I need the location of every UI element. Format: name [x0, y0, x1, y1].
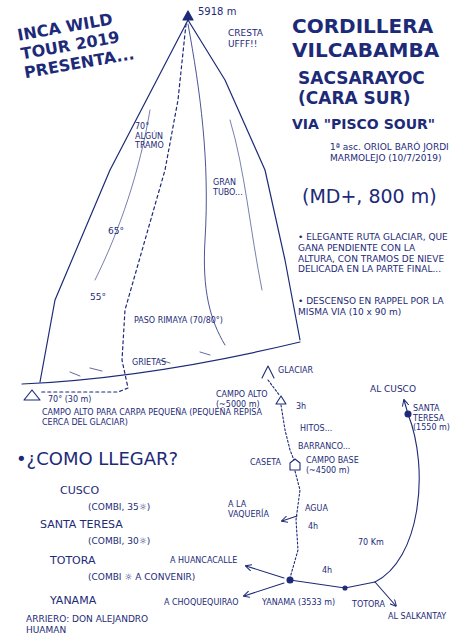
annotation-label: •¿COMO LLEGAR? — [16, 448, 191, 470]
summit-mark — [183, 11, 193, 20]
annotation-label: AGUA — [305, 504, 335, 514]
annotation-label: AL SALKANTAY — [388, 612, 452, 622]
annotation-label: CAMPO BASE (~4500 m) — [306, 456, 376, 475]
annotation-label: A CHOQUEQUIRAO — [164, 598, 244, 608]
face-line — [230, 120, 262, 290]
annotation-label: SANTA TERESA (1550 m) — [413, 404, 455, 433]
direction-arrow — [246, 566, 284, 578]
trail — [290, 471, 300, 578]
annotation-label: PASO RIMAYA (70/80°) — [134, 316, 254, 326]
annotation-label: CAMPO ALTO (~5000 m) — [216, 390, 274, 409]
town-dot — [343, 586, 347, 590]
trail-branch — [282, 516, 297, 521]
annotation-label: INCA WILD TOUR 2019 PRESENTA... — [16, 7, 136, 83]
annotation-label: 4h — [322, 566, 340, 576]
glacier-icon — [262, 366, 274, 378]
direction-arrow — [244, 583, 284, 596]
road — [404, 400, 408, 414]
annotation-label: 65° — [108, 226, 134, 237]
annotation-label: A LA VAQUERÍA — [228, 500, 280, 519]
annotation-label: VIA "PISCO SOUR" — [292, 116, 452, 133]
annotation-label: CAMPO ALTO PARA CARPA PEQUEÑA (PEQUEÑA R… — [42, 408, 282, 427]
annotation-label: (COMBI ☼ A CONVENIR) — [88, 572, 208, 583]
annotation-label: AL CUSCO — [370, 384, 430, 395]
annotation-label: ARRIERO: DON ALEJANDRO HUAMAN — [26, 614, 176, 636]
right-ridge — [188, 20, 300, 340]
annotation-label: CUSCO — [60, 484, 120, 497]
annotation-label: TOTORA — [50, 554, 130, 567]
annotation-label: 3h — [296, 402, 316, 412]
annotation-label: 5918 m — [198, 6, 258, 18]
annotation-label: (MD+, 800 m) — [302, 185, 452, 208]
annotation-label: GRAN TUBO... — [213, 178, 259, 197]
annotation-label: • DESCENSO EN RAPPEL POR LA MISMA VIA (1… — [298, 296, 448, 318]
route-line — [122, 24, 186, 388]
annotation-label: BARRANCO... — [298, 442, 360, 452]
road — [375, 414, 419, 582]
annotation-label: YANAMA (3533 m) — [262, 598, 342, 608]
tent-icon — [24, 390, 40, 400]
annotation-label: CRESTA UFFF!! — [228, 28, 278, 50]
trail — [268, 380, 280, 396]
annotation-label: (COMBI, 35☼) — [88, 502, 183, 513]
annotation-label: (COMBI, 30☼) — [88, 536, 183, 547]
hut-icon — [290, 459, 300, 470]
title-text: CORDILLERA VILCABAMBA — [292, 14, 452, 62]
annotation-label: 70° (30 m) — [48, 395, 108, 405]
annotation-label: • ELEGANTE RUTA GLACIAR, QUE GANA PENDIE… — [298, 232, 453, 275]
glacier-base — [22, 342, 300, 384]
annotation-label: 55° — [90, 292, 116, 303]
annotation-label: A HUANCACALLE — [170, 556, 245, 566]
annotation-label: GRIETAS — [132, 358, 192, 368]
annotation-label: SANTA TERESA — [40, 518, 155, 531]
annotation-label: 70° ALGÚN TRAMO — [135, 122, 169, 151]
annotation-label: SACSARAYOC (CARA SUR) — [298, 68, 453, 109]
approach-map — [244, 366, 419, 606]
road — [290, 580, 375, 588]
route-line — [40, 388, 128, 392]
annotation-label: 70 Km — [358, 538, 398, 548]
annotation-label: 4h — [308, 522, 328, 532]
annotation-label: HITOS... — [300, 424, 350, 434]
crevasses — [70, 352, 210, 376]
annotation-label: GLACIAR — [278, 366, 328, 376]
annotation-label: 1ª asc. ORIOL BARÓ JORDI MARMOLEJO (10/7… — [330, 142, 452, 164]
annotation-label: CASETA — [250, 458, 288, 468]
tent-icon — [276, 396, 286, 404]
annotation-label: TOTORA — [352, 600, 394, 610]
annotation-label: YANAMA — [50, 594, 130, 607]
trail — [281, 405, 294, 460]
